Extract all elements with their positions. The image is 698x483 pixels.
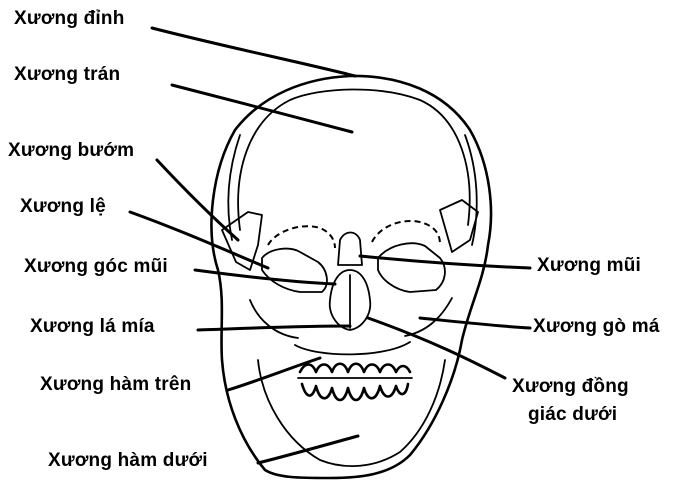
mandible-line — [258, 360, 445, 466]
left-cheek — [250, 300, 298, 338]
label-xuong-le: Xương lệ — [20, 196, 106, 218]
label-xuong-ham-tren: Xương hàm trên — [40, 374, 191, 396]
label-xuong-go-ma: Xương gò má — [533, 316, 660, 338]
right-orbit — [378, 243, 445, 292]
lower-teeth — [302, 384, 408, 400]
label-xuong-tran: Xương trán — [14, 64, 120, 86]
nasal-bridge — [338, 233, 362, 266]
leader-ham-duoi — [258, 436, 358, 463]
right-temple-line — [465, 135, 477, 245]
label-xuong-la-mia: Xương lá mía — [30, 316, 155, 338]
leader-goc-mui — [195, 270, 335, 284]
leader-dong-giac — [368, 318, 505, 378]
right-cheek — [405, 298, 452, 336]
leader-ham-tren — [228, 358, 320, 390]
right-orbit-top — [372, 221, 440, 244]
left-orbit-top — [268, 226, 335, 248]
left-orbit — [262, 249, 327, 292]
label-xuong-goc-mui: Xương góc mũi — [24, 256, 168, 278]
leader-go-ma — [420, 318, 530, 328]
upper-teeth — [300, 364, 410, 372]
label-xuong-dong-giac-duoi-line2: giác dưới — [528, 404, 617, 426]
label-xuong-dong-giac-duoi-line1: Xương đồng — [512, 376, 629, 398]
label-xuong-mui: Xương mũi — [537, 255, 641, 277]
maxilla-line — [295, 342, 410, 354]
left-sphenoid-shape — [222, 212, 262, 270]
leader-dinh — [152, 28, 355, 76]
label-xuong-ham-duoi: Xương hàm dưới — [48, 450, 208, 472]
label-xuong-dinh: Xương đỉnh — [14, 8, 125, 30]
label-xuong-buom: Xương bướm — [8, 140, 134, 162]
